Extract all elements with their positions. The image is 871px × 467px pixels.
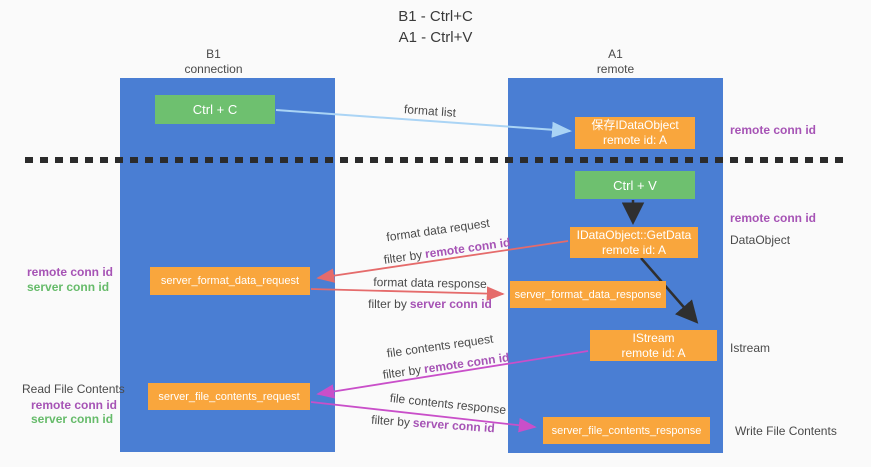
server-conn-id-left-2: server conn id <box>31 412 114 426</box>
ctrl-v-box: Ctrl + V <box>575 171 695 199</box>
right-column-header: A1 remote <box>508 47 723 77</box>
ctrl-c-box: Ctrl + C <box>155 95 275 124</box>
right-column-name: A1 <box>608 47 623 61</box>
left-column-role: connection <box>184 62 243 76</box>
remote-conn-id-left-1: remote conn id <box>27 265 114 279</box>
write-file-contents-label: Write File Contents <box>735 424 837 438</box>
diagram-title: B1 - Ctrl+C A1 - Ctrl+V <box>0 6 871 48</box>
remote-conn-id-right-mid: remote conn id <box>730 211 817 225</box>
server-file-contents-request-box: server_file_contents_request <box>148 383 310 410</box>
server-conn-id-text: server conn id <box>409 297 492 311</box>
format-data-response-arrow <box>310 286 505 301</box>
left-column-name: B1 <box>206 47 221 61</box>
server-conn-id-left-1: server conn id <box>27 280 110 294</box>
idataobject-getdata-box: IDataObject::GetData remote id: A <box>570 227 698 258</box>
right-column-role: remote <box>596 62 635 76</box>
getdata-to-istream-arrow <box>640 257 699 324</box>
remote-conn-id-right-top: remote conn id <box>730 123 817 137</box>
file-contents-request-arrow <box>316 350 589 399</box>
istream-box: IStream remote id: A <box>590 330 717 361</box>
istream-line1: IStream <box>632 330 675 345</box>
server-file-contents-response-box: server_file_contents_response <box>543 417 710 444</box>
server-format-data-response-box: server_format_data_response <box>510 281 666 308</box>
istream-side-label: Istream <box>730 341 771 355</box>
remote-conn-id-left-2: remote conn id <box>31 398 118 412</box>
getdata-line1: IDataObject::GetData <box>576 227 692 242</box>
left-column-header: B1 connection <box>106 47 321 77</box>
format-data-response-label: format data response <box>373 275 487 291</box>
title-line-b1: B1 - Ctrl+C <box>398 8 473 25</box>
read-file-contents-label: Read File Contents <box>22 382 125 396</box>
save-idataobject-box: 保存IDataObject remote id: A <box>575 117 695 149</box>
format-list-arrow <box>275 109 572 138</box>
filter-by-text: filter by <box>368 297 407 311</box>
save-idataobject-line1: 保存IDataObject <box>591 118 679 132</box>
filter-by-text: filter by <box>370 412 411 430</box>
file-contents-response-arrow <box>310 401 537 433</box>
save-idataobject-line2: remote id: A <box>602 133 668 147</box>
dataobject-label: DataObject <box>730 233 791 247</box>
format-data-request-arrow <box>316 240 569 283</box>
istream-line2: remote id: A <box>621 345 686 360</box>
getdata-line2: remote id: A <box>601 242 667 257</box>
server-format-data-request-box: server_format_data_request <box>150 267 310 295</box>
title-line-a1: A1 - Ctrl+V <box>398 29 473 46</box>
